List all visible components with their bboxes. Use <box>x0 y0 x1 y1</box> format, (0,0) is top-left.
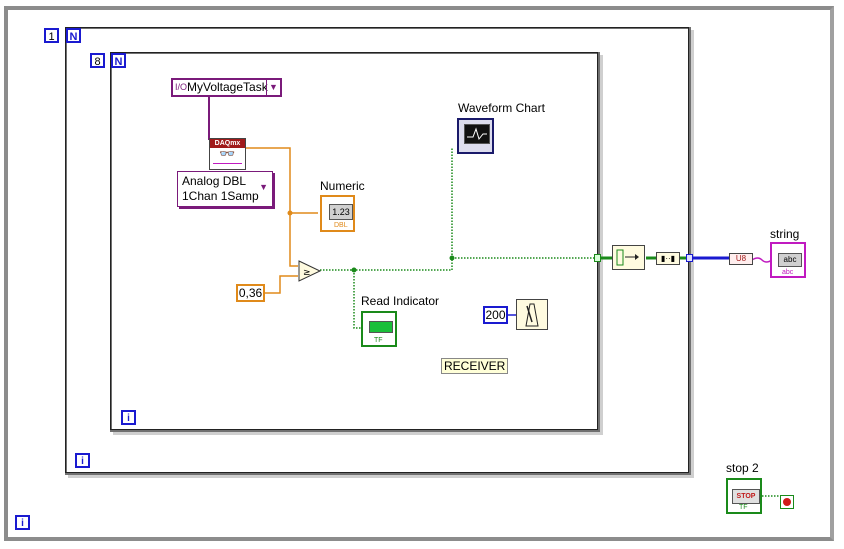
threshold-constant[interactable]: 0,36 <box>236 284 265 302</box>
svg-text:≥: ≥ <box>303 268 311 278</box>
numeric-type: DBL <box>334 222 348 229</box>
loop-condition-terminal[interactable] <box>780 495 794 509</box>
numeric-display: 1.23 <box>329 204 353 220</box>
numeric-label: Numeric <box>320 179 365 193</box>
chart-screen-icon <box>464 124 490 144</box>
outer-loop-count-terminal[interactable]: N <box>66 28 81 43</box>
selector-arrow-icon[interactable]: ▼ <box>259 182 268 192</box>
glasses-icon: 👓 <box>219 146 236 161</box>
stop-type: TF <box>739 504 748 511</box>
outer-loop-count-constant[interactable]: 1 <box>44 28 59 43</box>
waveform-mini-icon <box>213 163 242 168</box>
outer-loop-tunnel[interactable] <box>686 254 693 262</box>
dropdown-arrow-icon[interactable]: ▼ <box>266 80 280 95</box>
wait-ms-constant[interactable]: 200 <box>483 306 508 324</box>
inner-loop-count-constant[interactable]: 8 <box>90 53 105 68</box>
inner-loop-iteration-terminal[interactable]: i <box>121 410 136 425</box>
build-array-icon <box>616 249 639 266</box>
selector-line-1: Analog DBL <box>182 174 247 188</box>
task-name-control[interactable]: I/O MyVoltageTask ▼ <box>171 78 282 97</box>
inner-for-loop[interactable] <box>110 52 600 432</box>
numeric-indicator[interactable]: 1.23 DBL <box>320 195 355 232</box>
io-icon: I/O <box>175 82 188 92</box>
selector-line-2: 1Chan 1Samp <box>182 189 259 203</box>
stop-button-terminal[interactable]: STOP TF <box>726 478 762 514</box>
read-indicator[interactable]: TF <box>361 311 397 347</box>
read-indicator-label: Read Indicator <box>361 294 440 308</box>
build-array-function[interactable] <box>612 245 645 270</box>
inner-for-loop-edge <box>110 52 598 430</box>
wait-ms-function[interactable] <box>516 299 548 330</box>
string-indicator[interactable]: abc abc <box>770 242 806 278</box>
u8-to-string-function[interactable]: U8 <box>729 253 753 265</box>
stop-icon: STOP <box>732 489 760 504</box>
inner-loop-tunnel[interactable] <box>594 254 601 262</box>
waveform-chart-label: Waveform Chart <box>458 101 545 115</box>
waveform-chart-terminal[interactable] <box>457 118 494 154</box>
led-icon <box>369 321 393 333</box>
outer-while-loop[interactable] <box>4 6 834 541</box>
task-name-value: MyVoltageTask <box>187 80 268 94</box>
mid-loop-iteration-terminal[interactable]: i <box>75 453 90 468</box>
outer-for-loop-edge <box>65 27 689 473</box>
outer-loop-iteration-terminal[interactable]: i <box>15 515 30 530</box>
boolean-array-to-number[interactable]: ▮··▮ <box>656 252 680 265</box>
daqmx-read-vi[interactable]: DAQmx 👓 <box>209 138 246 170</box>
string-label: string <box>770 227 800 241</box>
polymorphic-selector[interactable]: Analog DBL 1Chan 1Samp ▼ <box>177 171 273 207</box>
string-display: abc <box>778 253 802 267</box>
greater-equal-comparator[interactable]: ≥ <box>298 260 322 282</box>
string-type: abc <box>782 269 794 276</box>
stop-button-label: stop 2 <box>726 461 759 475</box>
metronome-icon <box>525 303 539 327</box>
stop-condition-icon <box>783 498 791 506</box>
inner-loop-count-terminal[interactable]: N <box>111 53 126 68</box>
receiver-label: RECEIVER <box>441 358 509 374</box>
daqmx-header: DAQmx <box>210 139 245 148</box>
read-indicator-type: TF <box>374 337 383 344</box>
